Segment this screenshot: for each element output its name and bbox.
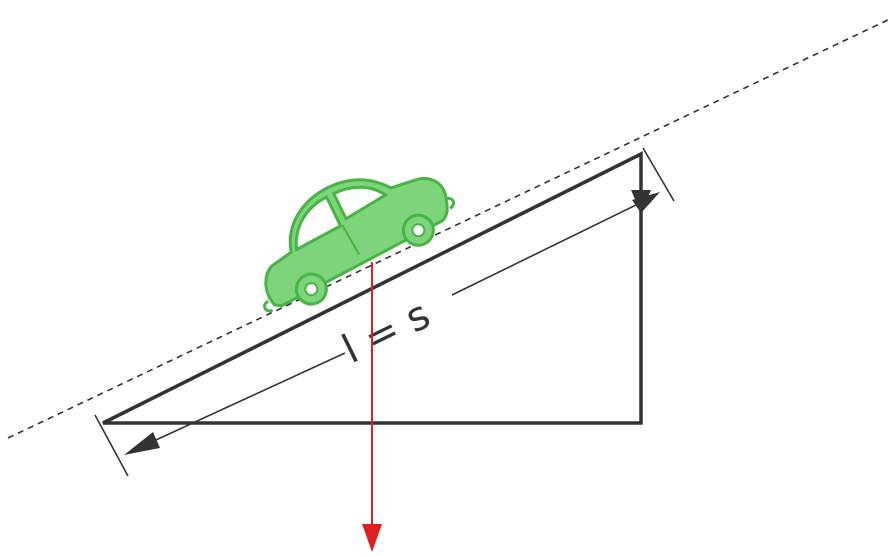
length-label: l = s	[335, 292, 437, 373]
dimension-line-upper	[451, 202, 641, 296]
dashed-guide-line	[7, 17, 892, 439]
dimension-line-lower	[131, 352, 346, 452]
vertical-arrowhead	[631, 190, 651, 213]
dimension-tick-bottom	[94, 414, 129, 477]
gravity-arrowhead	[362, 524, 382, 552]
dimension-arrowhead-bottom	[124, 432, 160, 455]
dimension-tick-top	[642, 147, 675, 202]
car-icon	[263, 177, 456, 313]
